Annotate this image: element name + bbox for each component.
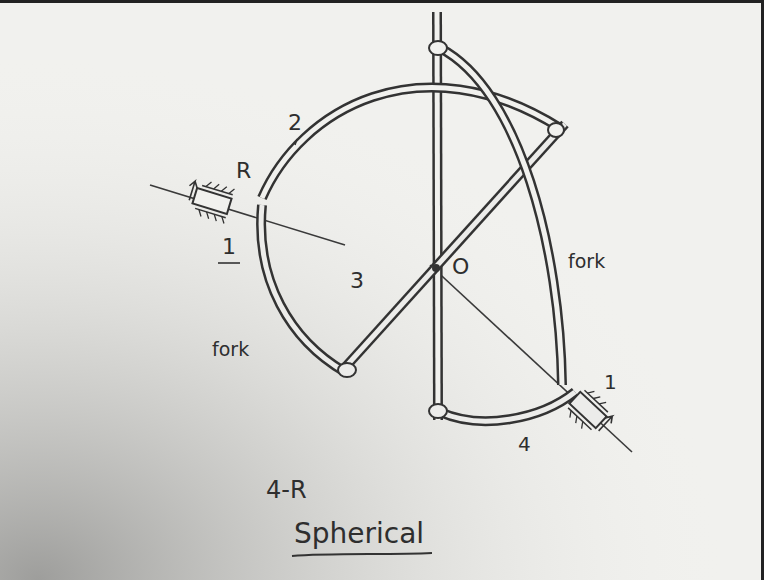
underline xyxy=(218,262,240,264)
link-arc xyxy=(440,392,575,421)
link-shaft xyxy=(437,12,438,420)
part-label: 1 xyxy=(604,372,617,392)
ground-line xyxy=(202,185,233,194)
link-shaft-inner xyxy=(437,12,438,420)
fork-link-inner xyxy=(440,48,562,385)
ground-hatch xyxy=(567,389,606,429)
rotation-arrow xyxy=(596,413,615,433)
underline xyxy=(292,553,432,556)
center-point xyxy=(432,264,440,272)
hinge-bearing xyxy=(569,392,606,428)
link-shaft xyxy=(340,124,565,373)
ground-hatch xyxy=(197,181,234,224)
fork-link xyxy=(440,48,562,385)
fixed-hinge xyxy=(182,176,235,223)
part-label: 1 xyxy=(222,236,236,258)
fixed-axis xyxy=(150,185,345,245)
fork-link-inner xyxy=(261,205,345,372)
rotation-arrow xyxy=(185,180,198,201)
part-label: O xyxy=(452,256,469,278)
fixed-hinge xyxy=(563,385,620,441)
pin-ring xyxy=(429,404,447,418)
part-label: fork xyxy=(568,252,605,271)
frame-edge xyxy=(761,0,764,580)
ground-line xyxy=(568,408,591,430)
part-label: fork xyxy=(212,340,249,359)
part-label: 2 xyxy=(288,112,302,134)
part-label: 4 xyxy=(518,434,531,454)
link-shaft-inner xyxy=(340,124,565,373)
frame-edge xyxy=(0,0,764,3)
part-label: 3 xyxy=(350,270,364,292)
part-label: Spherical xyxy=(294,520,424,548)
part-label: R xyxy=(236,160,251,182)
leader-line xyxy=(295,139,297,145)
link-arc-inner xyxy=(440,392,575,421)
fixed-axis xyxy=(430,265,632,452)
ground-line xyxy=(584,390,607,412)
pin-ring xyxy=(338,363,356,377)
part-label: 4-R xyxy=(266,478,307,502)
fork-link xyxy=(261,205,345,372)
pin-ring xyxy=(429,41,447,55)
pin-ring xyxy=(548,123,564,137)
